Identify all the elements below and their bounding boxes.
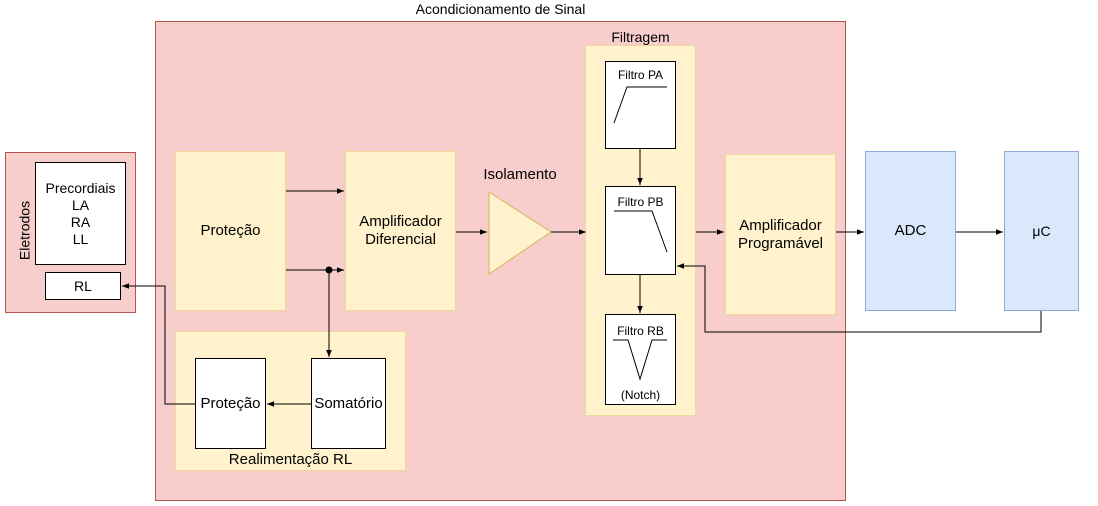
protection-block: Proteção xyxy=(175,151,286,311)
summation-block: Somatório xyxy=(311,358,386,449)
differential-amplifier-block: Amplificador Diferencial xyxy=(345,151,456,311)
programmable-amplifier-block: Amplificador Programável xyxy=(725,154,836,315)
wire-microcontroller-to-lowpass xyxy=(677,263,1042,333)
signal-conditioning-title: Acondicionamento de Sinal xyxy=(415,1,586,17)
feedback-protection-block: Proteção xyxy=(195,358,266,449)
low-pass-filter-label: Filtro PB xyxy=(617,195,664,209)
band-reject-filter-label: Filtro RB xyxy=(617,324,664,338)
electrode-leads-box: Precordiais LA RA LL xyxy=(35,162,126,265)
notch-label: (Notch) xyxy=(620,388,661,402)
adc-block: ADC xyxy=(865,151,956,311)
high-pass-filter-label: Filtro PA xyxy=(617,68,664,82)
high-pass-filter-block: Filtro PA xyxy=(605,61,676,149)
isolation-label: Isolamento xyxy=(483,166,557,183)
wire-feedback-to-rl-electrode xyxy=(122,283,195,405)
filtering-title: Filtragem xyxy=(611,29,670,45)
low-pass-filter-block: Filtro PB xyxy=(605,186,676,275)
microcontroller-block: μC xyxy=(1004,151,1079,311)
notch-response-curve xyxy=(613,339,667,381)
notch-filter-block: Filtro RB (Notch) xyxy=(605,314,676,405)
rl-feedback-title: Realimentação RL xyxy=(228,451,353,468)
isolation-amplifier-triangle xyxy=(488,191,552,275)
low-pass-response-curve xyxy=(614,210,668,253)
rl-electrode-box: RL xyxy=(45,272,121,300)
high-pass-response-curve xyxy=(613,86,667,124)
